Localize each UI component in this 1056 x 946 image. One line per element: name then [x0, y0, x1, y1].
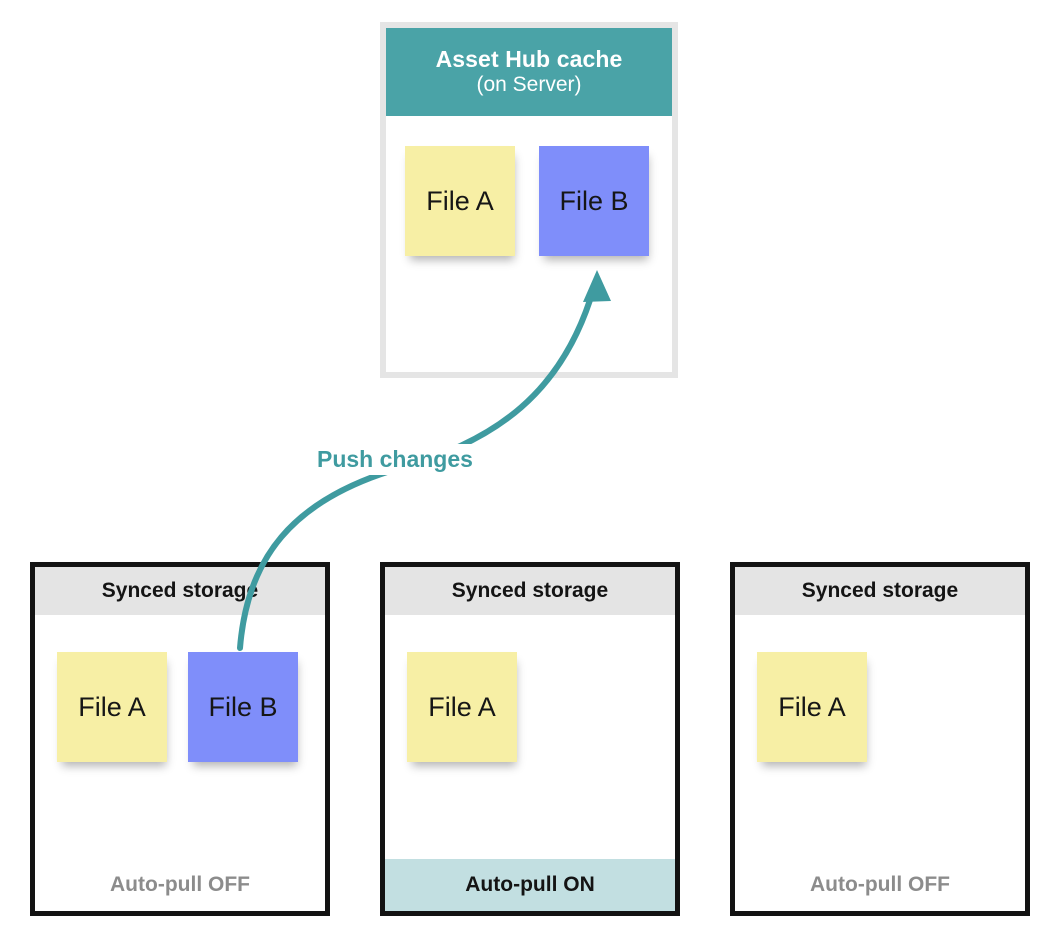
cache-file-card-b-label: File B — [559, 185, 629, 216]
panel-1-file-card-b[interactable]: File B — [188, 652, 298, 762]
panel-2-file-card-a[interactable]: File A — [407, 652, 517, 762]
cache-file-card-a[interactable]: File A — [405, 146, 515, 256]
synced-storage-panel-3-header: Synced storage — [735, 567, 1025, 615]
asset-hub-cache-box: Asset Hub cache (on Server) File A File … — [380, 22, 678, 378]
synced-storage-panel-2: Synced storage File A Auto-pull ON — [380, 562, 680, 916]
push-changes-label: Push changes — [308, 444, 482, 475]
panel-2-file-card-a-label: File A — [428, 691, 496, 722]
synced-storage-panel-1-header: Synced storage — [35, 567, 325, 615]
panel-1-autopull-status: Auto-pull OFF — [110, 873, 250, 896]
panel-1-file-card-b-label: File B — [208, 691, 278, 722]
synced-storage-panel-1-body: File A File B Auto-pull OFF — [35, 615, 325, 911]
cache-file-card-a-label: File A — [426, 185, 494, 216]
panel-1-file-card-a[interactable]: File A — [57, 652, 167, 762]
panel-3-autopull-status: Auto-pull OFF — [810, 873, 950, 896]
panel-1-file-card-a-label: File A — [78, 691, 146, 722]
panel-3-file-card-a[interactable]: File A — [757, 652, 867, 762]
cache-file-card-b[interactable]: File B — [539, 146, 649, 256]
synced-storage-panel-3-body: File A Auto-pull OFF — [735, 615, 1025, 911]
panel-3-file-card-a-label: File A — [778, 691, 846, 722]
synced-storage-panel-2-body: File A Auto-pull ON — [385, 615, 675, 911]
asset-hub-cache-body: File A File B — [386, 116, 672, 372]
panel-2-autopull-status: Auto-pull ON — [385, 859, 675, 911]
asset-hub-cache-title: Asset Hub cache — [435, 46, 623, 73]
asset-hub-cache-header: Asset Hub cache (on Server) — [386, 28, 672, 116]
synced-storage-panel-3: Synced storage File A Auto-pull OFF — [730, 562, 1030, 916]
synced-storage-panel-1: Synced storage File A File B Auto-pull O… — [30, 562, 330, 916]
asset-hub-cache-subtitle: (on Server) — [476, 73, 582, 97]
synced-storage-panel-2-header: Synced storage — [385, 567, 675, 615]
